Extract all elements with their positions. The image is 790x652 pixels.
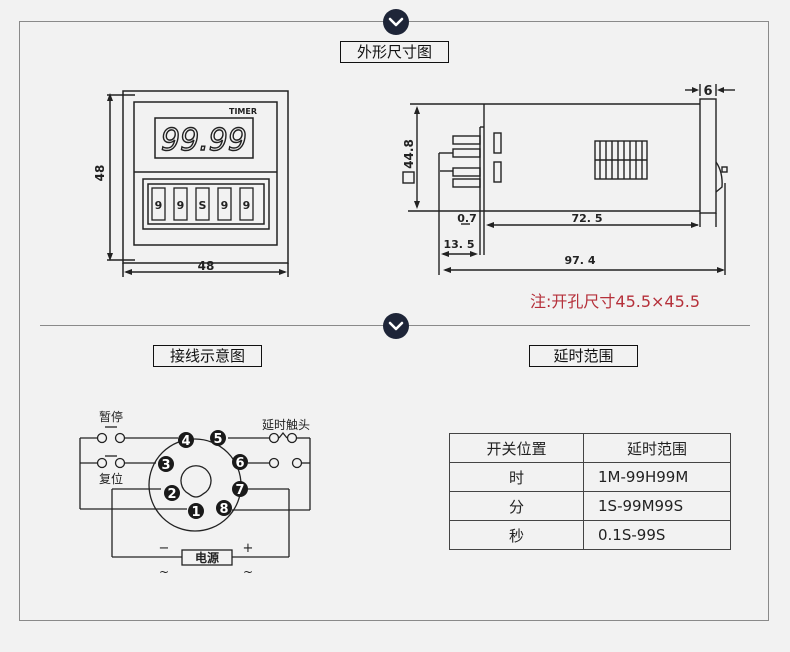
thumbwheel-dial [151, 187, 166, 221]
thumbwheel-digit: 9 [221, 199, 229, 212]
socket-pin [210, 430, 226, 446]
socket-pin-number: 3 [161, 458, 170, 473]
dial-frame-inner [147, 183, 265, 225]
timer-brand-label: TIMER [229, 107, 257, 116]
thumbwheel-dial [173, 187, 188, 221]
thumbwheel-dial [195, 187, 210, 221]
thumbwheel-digit: 9 [155, 199, 163, 212]
front-view-drawing: TIMER 99.99 9 9 S 9 9 48 48 [93, 90, 289, 277]
socket-pin [188, 503, 204, 519]
cutout-size-note: 注:开孔尺寸45.5×45.5 [530, 292, 701, 311]
section-title-wiring: 接线示意图 [153, 345, 262, 367]
display-readout: 99.99 [161, 123, 247, 158]
header-switch-position: 开关位置 [449, 433, 584, 463]
chevron-down-icon [383, 9, 409, 35]
socket-pin-number: 7 [235, 483, 244, 498]
socket-pin-number: 8 [219, 502, 228, 517]
socket-pin [164, 485, 180, 501]
thumbwheel-dial [239, 187, 254, 221]
socket-pin [232, 481, 248, 497]
dim-label-97-4: 97. 4 [565, 254, 596, 267]
cell-position: 秒 [449, 520, 584, 550]
delay-contact-label: 延时触头 [262, 418, 310, 432]
socket-pin [158, 456, 174, 472]
table-row: 时 1M-99H99M [449, 462, 731, 492]
cell-position: 时 [449, 462, 584, 492]
dim-label-0-7: 0.7 [457, 212, 477, 225]
thumbwheel-digit: S [199, 199, 207, 212]
table-row: 分 1S-99M99S [449, 491, 731, 521]
socket-pin-number: 4 [181, 434, 190, 449]
thumbwheel-dial [217, 187, 232, 221]
side-height-label: 44.8 [402, 139, 416, 169]
socket-pin [216, 500, 232, 516]
power-label: 电源 [195, 550, 219, 565]
reset-label: 复位 [99, 471, 123, 486]
front-height-label: 48 [93, 165, 107, 182]
dim-label-13-5: 13. 5 [444, 238, 475, 251]
front-bezel [699, 98, 717, 214]
cell-range: 1M-99H99M [583, 462, 731, 492]
delay-range-table: 开关位置 延时范围 时 1M-99H99M 分 1S-99M99S 秒 0.1S… [449, 433, 731, 550]
table-row: 秒 0.1S-99S [449, 520, 731, 550]
socket-pin-number: 2 [167, 487, 176, 502]
display-window [154, 117, 254, 159]
side-view-drawing: 6 44.8 0.7 72. 5 13. 5 97. 4 [402, 84, 735, 275]
wiring-diagram: 12 34 56 78 暂停 复位 延时触头 电源 − + ~ ~ [79, 409, 311, 579]
table-header-row: 开关位置 延时范围 [449, 433, 731, 463]
socket-pin [232, 454, 248, 470]
cell-range: 0.1S-99S [583, 520, 731, 550]
side-panel-depth-label: 6 [703, 84, 712, 99]
socket-pin-number: 1 [191, 505, 200, 520]
socket-pin-number: 5 [213, 432, 222, 447]
section-title-dimensions: 外形尺寸图 [340, 41, 449, 63]
cell-range: 1S-99M99S [583, 491, 731, 521]
key-hole [180, 465, 212, 498]
ac-left-label: ~ [159, 565, 169, 579]
power-minus-label: − [159, 541, 170, 556]
power-plus-label: + [243, 541, 254, 556]
thumbwheel-digit: 9 [177, 199, 185, 212]
dim-label-72-5: 72. 5 [572, 212, 603, 225]
ac-right-label: ~ [243, 565, 253, 579]
front-inner-panel [133, 101, 278, 246]
socket-pin-number: 6 [235, 456, 244, 471]
header-delay-range: 延时范围 [583, 433, 731, 463]
pause-label: 暂停 [99, 409, 123, 424]
socket-pin [178, 432, 194, 448]
front-outer-body [122, 90, 289, 264]
thumbwheel-digit: 9 [243, 199, 251, 212]
section-title-delay-range: 延时范围 [529, 345, 638, 367]
dial-frame-outer [142, 178, 270, 230]
chevron-down-icon [383, 313, 409, 339]
cell-position: 分 [449, 491, 584, 521]
front-width-label: 48 [198, 259, 215, 273]
